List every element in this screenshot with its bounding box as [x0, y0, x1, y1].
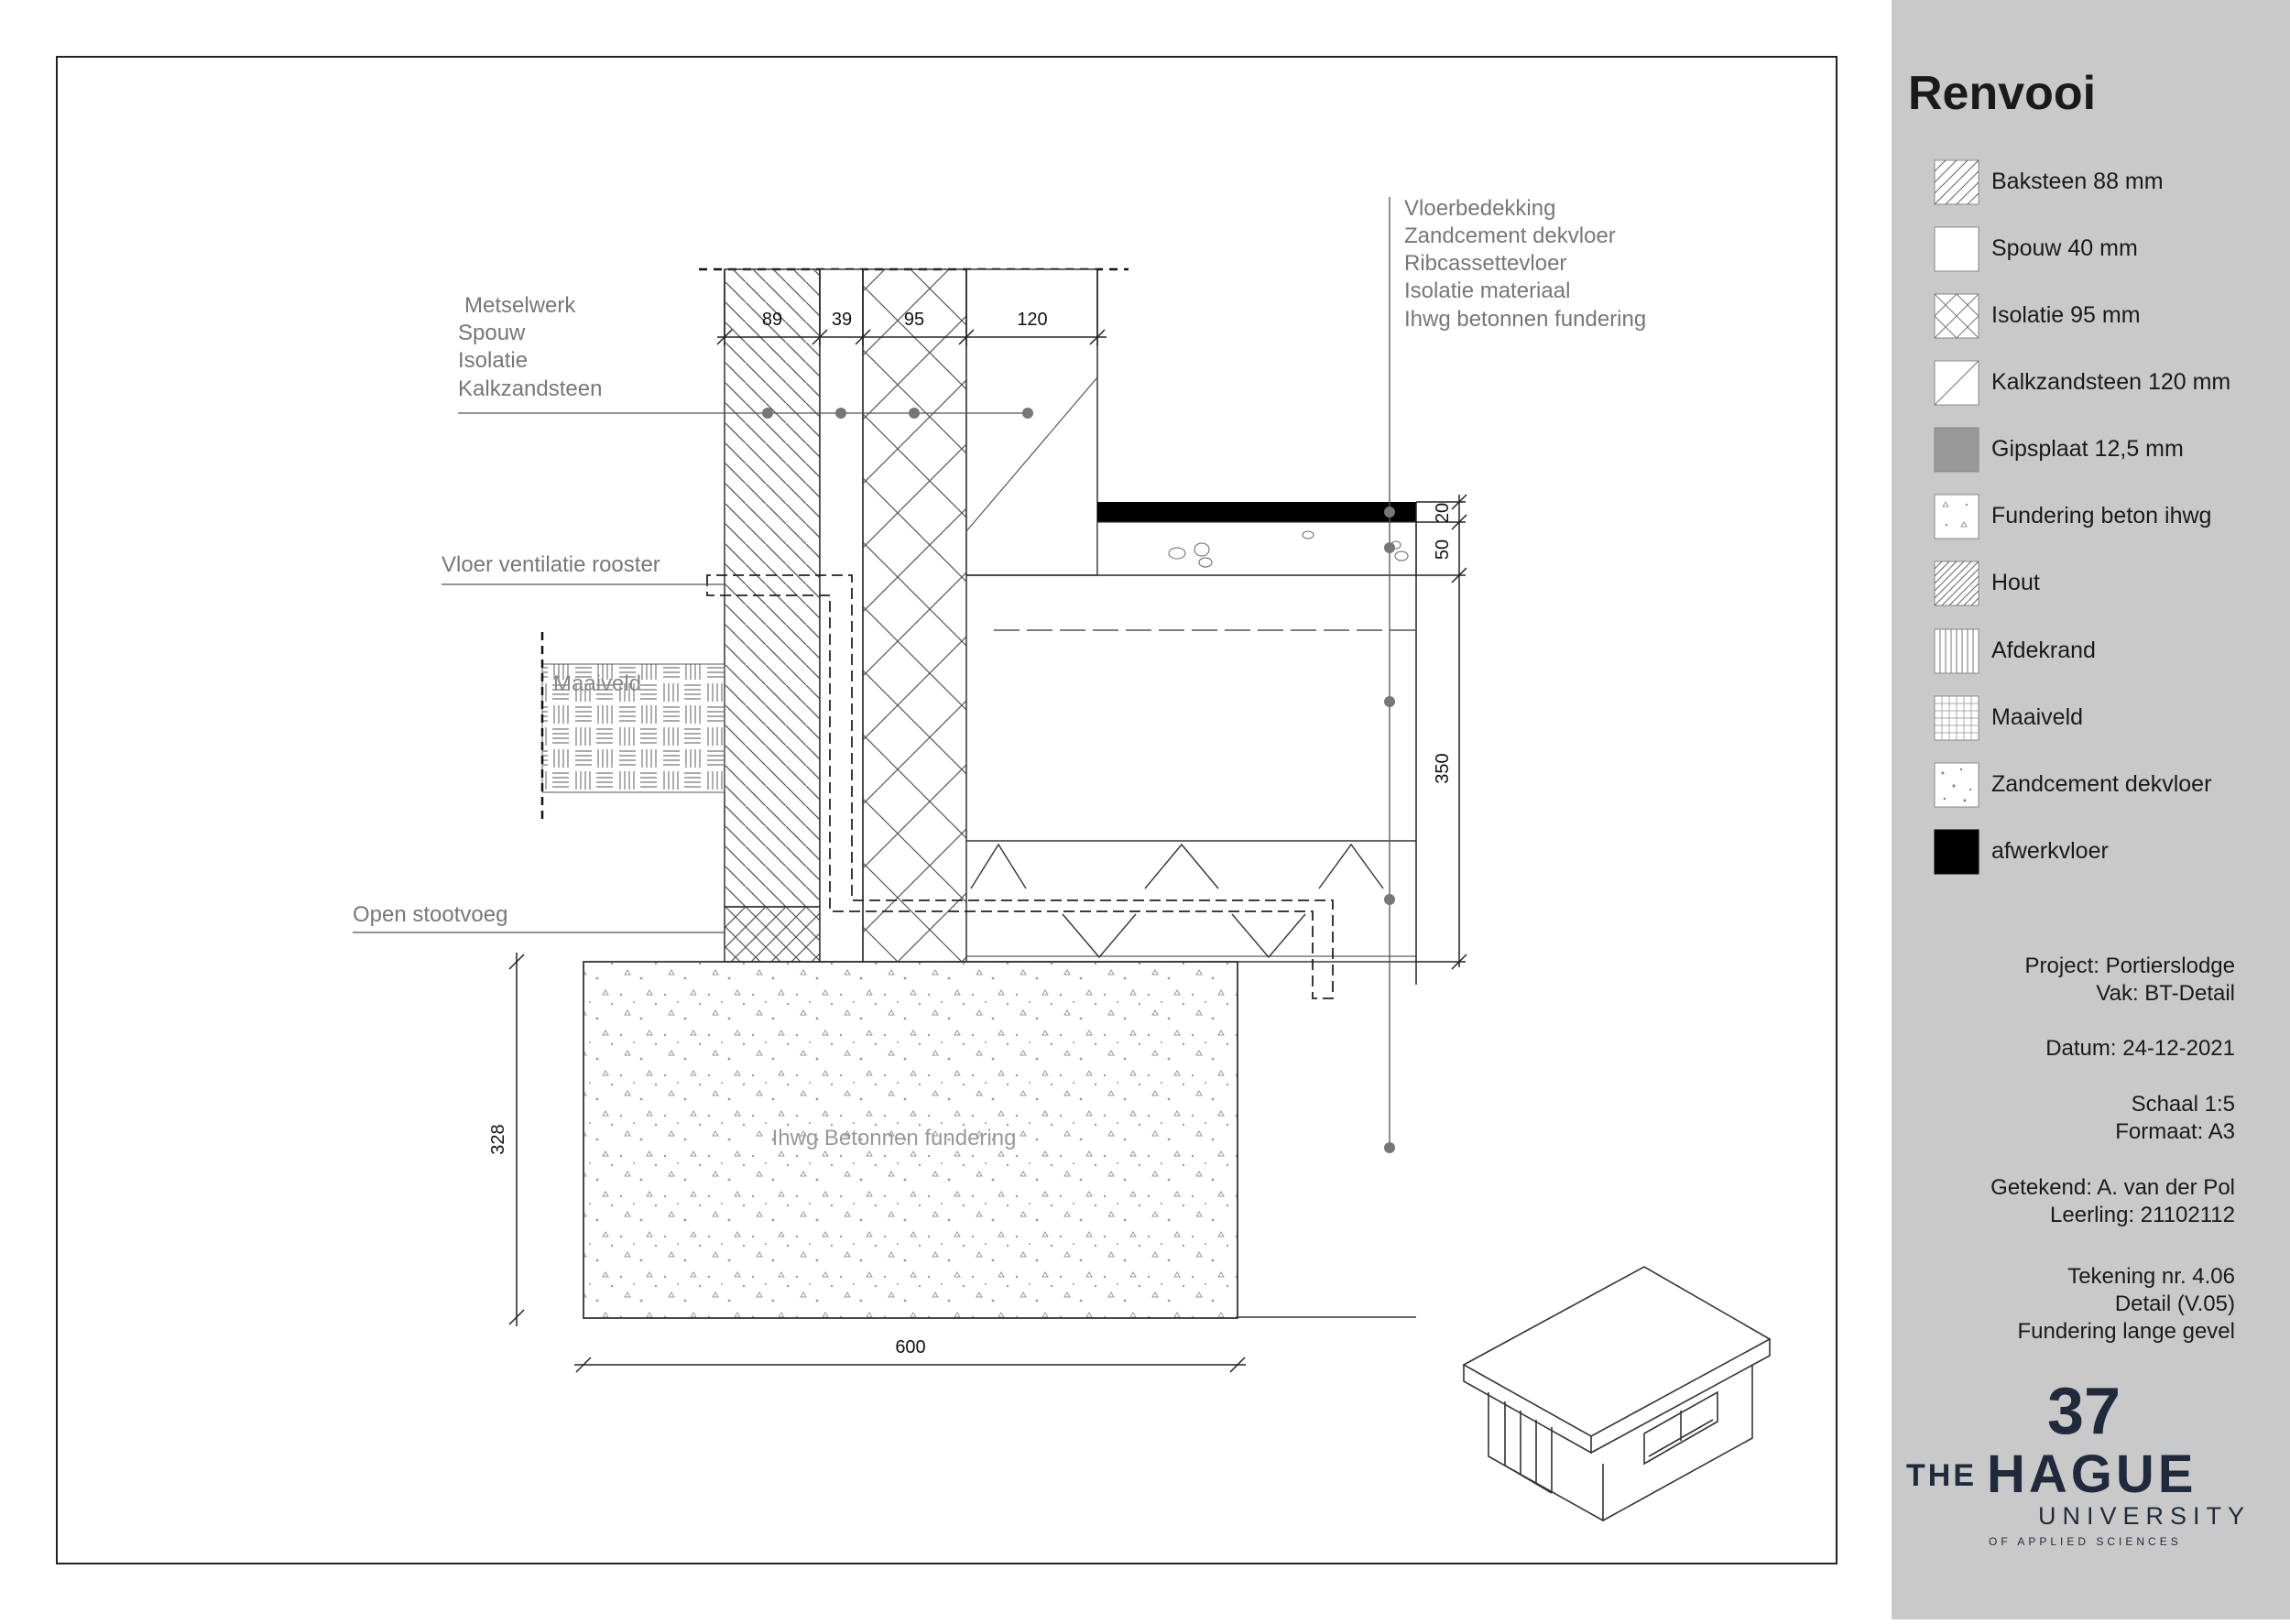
floor-leader — [1384, 197, 1395, 1153]
legend-item-afwerkvloer: afwerkvloer — [1934, 829, 2282, 875]
dim-sandlime: 120 — [1017, 310, 1047, 330]
label-ribcassettevloer: Ribcassettevloer — [1404, 251, 1566, 276]
legend-label-fundering: Fundering beton ihwg — [1991, 503, 2212, 529]
date-info: Datum: 24-12-2021 — [2045, 1035, 2235, 1063]
dim-screed: 50 — [1433, 540, 1453, 560]
info-vak: Vak: BT-Detail — [2096, 981, 2235, 1006]
label-isolatie-materiaal: Isolatie materiaal — [1404, 278, 1570, 303]
legend-swatch-spouw — [1934, 226, 1979, 272]
legend-label-zandcement: Zandcement dekvloer — [1991, 771, 2212, 797]
dim-insulation: 95 — [904, 310, 924, 330]
foundation-width-dimension — [574, 1357, 1246, 1373]
legend-swatch-afdekrand — [1934, 628, 1979, 674]
label-betonnen-fundering: Ihwg betonnen fundering — [1404, 307, 1646, 332]
logo-university: UNIVERSITY — [2038, 1502, 2252, 1530]
wall-dimension-line — [716, 269, 1107, 346]
label-metselwerk: Metselwerk — [464, 293, 576, 318]
dim-foundation-height: 328 — [488, 1124, 508, 1154]
legend-swatch-gipsplaat — [1934, 427, 1979, 473]
floor-dimension-line — [1415, 494, 1467, 985]
insulation-layer — [862, 268, 967, 963]
legend-title: Renvooi — [1908, 67, 2097, 120]
info-tekening: Tekening nr. 4.06 — [2067, 1264, 2235, 1289]
info-detail: Detail (V.05) — [2114, 1292, 2235, 1316]
legend-item-gipsplaat: Gipsplaat 12,5 mm — [1934, 427, 2282, 473]
wall-leader — [458, 408, 1033, 419]
info-schaal: Schaal 1:5 — [2131, 1092, 2235, 1117]
dim-cavity: 39 — [832, 310, 852, 330]
info-project: Project: Portierslodge — [2024, 954, 2235, 978]
info-leerling: Leerling: 21102112 — [2050, 1203, 2235, 1227]
legend-item-zandcement: Zandcement dekvloer — [1934, 762, 2282, 808]
label-spouw: Spouw — [458, 321, 526, 345]
legend-swatch-fundering — [1934, 494, 1979, 540]
author-info: Getekend: A. van der Pol Leerling: 21102… — [1990, 1174, 2235, 1229]
logo-the: THE — [1906, 1458, 1977, 1493]
info-formaat: Formaat: A3 — [2115, 1119, 2235, 1144]
scale-info: Schaal 1:5 Formaat: A3 — [2115, 1091, 2235, 1146]
legend-swatch-afwerkvloer — [1934, 829, 1979, 875]
legend-label-gipsplaat: Gipsplaat 12,5 mm — [1991, 436, 2184, 462]
screed-layer — [1096, 521, 1417, 576]
foundation-block — [583, 961, 1238, 1319]
legend-sidebar: Renvooi Baksteen 88 mm Spouw 40 mm Isola… — [1892, 0, 2290, 1619]
drawing-info: Tekening nr. 4.06 Detail (V.05) Funderin… — [2017, 1263, 2235, 1346]
project-info: Project: Portierslodge Vak: BT-Detail — [2025, 953, 2235, 1008]
label-vent: Vloer ventilatie rooster — [442, 552, 660, 577]
dim-finish: 20 — [1433, 503, 1453, 523]
legend-swatch-maaiveld — [1934, 695, 1979, 741]
wall-labels: Metselwerk Spouw Isolatie Kalkzandsteen — [458, 293, 602, 401]
legend-item-maaiveld: Maaiveld — [1934, 695, 2282, 741]
info-datum: Datum: 24-12-2021 — [2045, 1036, 2235, 1061]
legend-swatch-baksteen — [1934, 159, 1979, 205]
legend-item-afdekrand: Afdekrand — [1934, 628, 2282, 674]
legend-label-afdekrand: Afdekrand — [1991, 638, 2096, 663]
legend-swatch-hout — [1934, 561, 1979, 606]
legend-item-fundering: Fundering beton ihwg — [1934, 494, 2282, 540]
info-omschrijving: Fundering lange gevel — [2017, 1319, 2235, 1344]
legend-item-baksteen: Baksteen 88 mm — [1934, 159, 2282, 205]
logo-hague: HAGUE — [1987, 1444, 2197, 1504]
legend-label-hout: Hout — [1991, 570, 2040, 595]
logo-subtitle: OF APPLIED SCIENCES — [1989, 1535, 2182, 1548]
label-kalkzandsteen: Kalkzandsteen — [458, 376, 602, 401]
dim-foundation-width: 600 — [895, 1337, 925, 1357]
brick-wall — [724, 268, 821, 963]
floor-labels: Vloerbedekking Zandcement dekvloer Ribca… — [1404, 196, 1646, 332]
legend-label-spouw: Spouw 40 mm — [1991, 235, 2138, 261]
foundation-height-dimension — [508, 953, 525, 1326]
label-zandcement: Zandcement dekvloer — [1404, 223, 1616, 248]
legend-label-baksteen: Baksteen 88 mm — [1991, 169, 2164, 194]
building-isometric-sketch — [1462, 1266, 1772, 1522]
sandlime-wall — [965, 268, 1098, 576]
university-logo: 37 THE HAGUE UNIVERSITY OF APPLIED SCIEN… — [1892, 1374, 2290, 1557]
cavity — [819, 268, 864, 963]
dim-brick: 89 — [762, 310, 782, 330]
legend-item-hout: Hout — [1934, 561, 2282, 606]
dim-floor: 350 — [1433, 753, 1453, 783]
label-stootvoeg: Open stootvoeg — [353, 902, 507, 927]
legend-label-isolatie: Isolatie 95 mm — [1991, 302, 2141, 328]
drawing-frame — [56, 56, 1837, 1564]
legend-swatch-zandcement — [1934, 762, 1979, 808]
legend-item-kalkzandsteen: Kalkzandsteen 120 mm — [1934, 360, 2282, 406]
label-foundation: Ihwg Betonnen fundering — [772, 1126, 1017, 1150]
construction-detail-drawing: 89 39 95 120 20 50 350 328 600 Metselwer… — [56, 56, 1837, 1564]
label-vloerbedekking: Vloerbedekking — [1404, 196, 1555, 221]
legend-label-maaiveld: Maaiveld — [1991, 704, 2084, 730]
label-isolatie: Isolatie — [458, 348, 528, 373]
ventilation-channel — [706, 574, 1334, 999]
info-getekend: Getekend: A. van der Pol — [1990, 1175, 2235, 1200]
rib-cassette-floor — [966, 574, 1416, 963]
legend-swatch-kalkzandsteen — [1934, 360, 1979, 406]
legend-item-isolatie: Isolatie 95 mm — [1934, 293, 2282, 339]
legend-swatch-isolatie — [1934, 293, 1979, 339]
legend-label-afwerkvloer: afwerkvloer — [1991, 838, 2109, 864]
legend-label-kalkzandsteen: Kalkzandsteen 120 mm — [1991, 369, 2231, 395]
ground-area — [541, 663, 725, 793]
legend-item-spouw: Spouw 40 mm — [1934, 226, 2282, 272]
label-maaiveld: Maaiveld — [553, 671, 641, 696]
finish-floor — [1097, 502, 1416, 522]
logo-number: 37 — [2047, 1375, 2121, 1448]
